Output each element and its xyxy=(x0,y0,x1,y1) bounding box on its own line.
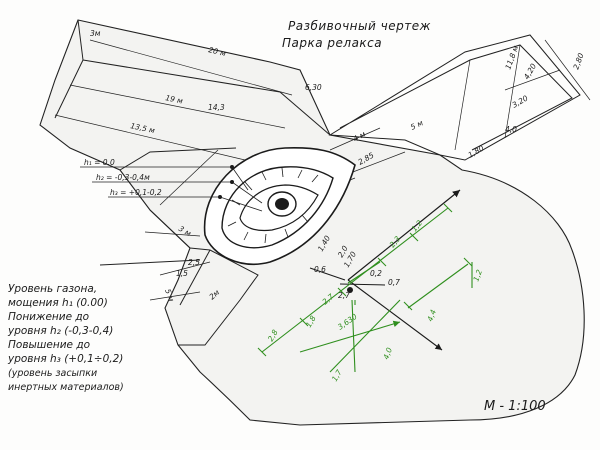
dim-0-7: 0,7 xyxy=(388,278,400,287)
dim-5m: 5 м xyxy=(409,118,425,132)
level-h1-label: h₁ = 0.0 xyxy=(84,158,115,167)
dim-2-7: 2,7 xyxy=(338,291,350,300)
legend-line-1: Уровень газона, xyxy=(8,283,97,295)
legend-line-8: инертных материалов) xyxy=(8,382,124,393)
dim-4-20: 4,20 xyxy=(522,62,538,81)
legend-line-4: уровня h₂ (-0,3-0,4) xyxy=(7,325,113,337)
legend-line-2: мощения h₁ (0.00) xyxy=(8,297,108,309)
green-dimension-lines xyxy=(257,203,473,373)
inner-eye xyxy=(239,184,319,232)
level-dot-h1 xyxy=(230,165,234,169)
axis-arrow-left xyxy=(309,267,346,281)
legend-line-7: (уровень засыпки xyxy=(8,368,97,379)
strip-dimension-lines xyxy=(454,39,591,151)
axis-arrow-right xyxy=(339,283,386,286)
dim-1-5: 1,5 xyxy=(176,269,188,278)
ring-hatching xyxy=(227,167,319,244)
level-h2-label: h₂ = -0,3-0,4м xyxy=(96,173,150,182)
green-dim-4-0: 4,0 xyxy=(381,346,394,361)
dim-4-0: 4,0 xyxy=(505,125,517,134)
dim-20m: 20 м xyxy=(208,45,228,58)
black-dimension-lines xyxy=(54,39,406,301)
title-line-2: Парка релакса xyxy=(282,36,382,50)
dim-3m-top: 3м xyxy=(90,29,101,38)
legend-line-3: Понижение до xyxy=(8,311,89,323)
title-line-1: Разбивочный чертеж xyxy=(288,19,431,33)
level-dot-h3 xyxy=(218,195,222,199)
dim-6-30: 6,30 xyxy=(305,83,322,92)
scale-label: М - 1:100 xyxy=(484,399,546,414)
diagonal-strip xyxy=(328,34,581,161)
axis-arrow-down xyxy=(347,279,443,351)
axis-arrow xyxy=(347,189,461,281)
dim-0-6: 0,6 xyxy=(314,265,326,274)
dim-5m-left: 5 м xyxy=(163,288,176,303)
dim-3-20: 3,20 xyxy=(511,93,530,109)
level-dot-h2 xyxy=(230,180,234,184)
eye-pupil-core xyxy=(275,198,289,210)
green-dim-1-2: 1,2 xyxy=(471,268,484,283)
dim-14-3: 14,3 xyxy=(208,103,225,112)
dim-1-80: 1,80 xyxy=(467,143,486,159)
level-h3-label: h₃ = +0,1-0,2 xyxy=(110,188,162,197)
legend-line-5: Повышение до xyxy=(8,339,90,351)
green-dim-4-4: 4,4 xyxy=(425,308,438,323)
dim-2-5: 2,5 xyxy=(188,258,200,267)
dim-2-80: 2,80 xyxy=(571,52,585,71)
marker-dot xyxy=(347,287,353,293)
legend-line-6: уровня h₃ (+0,1÷0,2) xyxy=(7,353,123,365)
middle-eye xyxy=(221,166,334,249)
dim-0-2: 0,2 xyxy=(370,269,382,278)
dim-19m: 19 м xyxy=(165,93,184,106)
lower-path-outline xyxy=(99,209,259,346)
